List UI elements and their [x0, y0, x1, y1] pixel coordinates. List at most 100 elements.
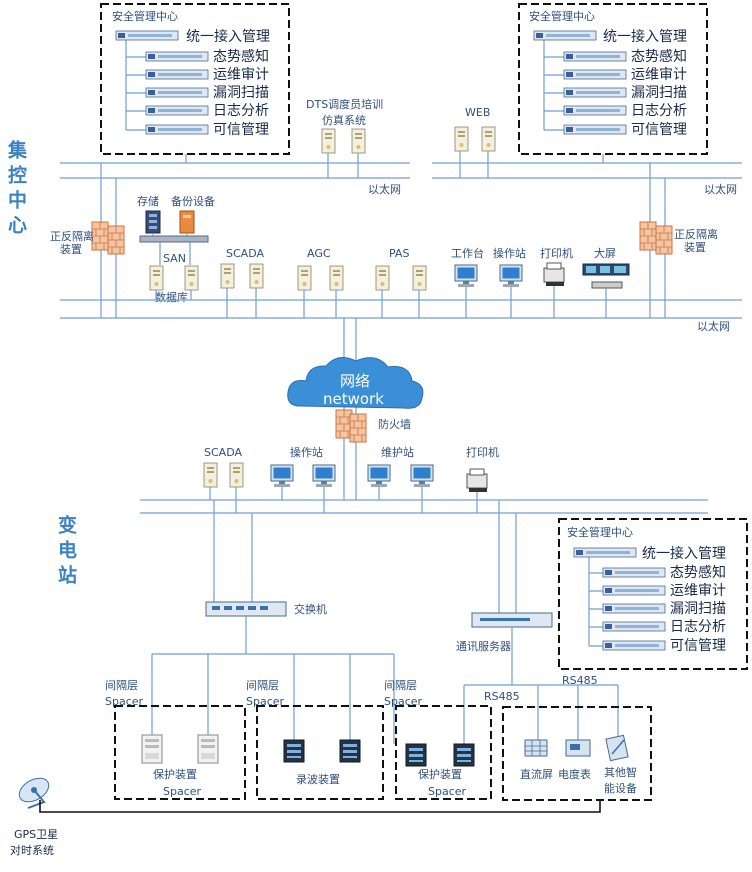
recorder-device-icon [339, 739, 361, 763]
dc-screen-label: 直流屏 [520, 767, 553, 781]
computer-icon [454, 264, 478, 288]
rack-icon [602, 640, 666, 651]
protection-group-2 [395, 705, 492, 800]
isolation-device-icon [91, 221, 109, 251]
security-center-substation: 安全管理中心 统一接入管理 态势感知 运维审计 漏洞扫描 日志分析 可信管理 [558, 518, 748, 670]
bay-layer-label: 间隔层 [246, 679, 279, 692]
network-cloud [287, 356, 424, 409]
isolation-label: 装置 [684, 241, 706, 254]
rack-icon [115, 30, 179, 41]
server-icon [351, 128, 366, 154]
isolation-label: 装置 [60, 243, 82, 256]
spacer-label: Spacer [163, 785, 202, 798]
server-icon [454, 126, 469, 152]
security-item: 可信管理 [213, 122, 269, 138]
rack-icon [145, 87, 209, 98]
server-icon [184, 265, 199, 291]
server-icon [329, 265, 344, 291]
storage-label: 存储 [137, 194, 159, 208]
isolation-device-icon [655, 225, 673, 255]
server-icon [149, 265, 164, 291]
storage-icon [145, 210, 161, 234]
security-item: 态势感知 [631, 48, 687, 65]
smart-device-icon [605, 734, 629, 762]
rack-icon [563, 69, 627, 80]
protection-device-icon [197, 734, 219, 764]
maintenance-station-label: 维护站 [381, 445, 414, 459]
recorder-label: 录波装置 [296, 773, 340, 786]
spacer-label: Spacer [105, 695, 144, 708]
security-item: 漏洞扫描 [213, 85, 269, 101]
region-label-substation: 变电站 [55, 514, 77, 590]
ethernet-bus [60, 299, 742, 319]
ethernet-label: 以太网 [368, 183, 401, 196]
printer-icon [466, 468, 488, 492]
rack-icon [563, 87, 627, 98]
security-item: 统一接入管理 [642, 545, 726, 562]
rack-icon [602, 567, 666, 578]
ethernet-label: 以太网 [704, 183, 737, 196]
firewall-label: 防火墙 [378, 417, 411, 431]
server-icon [412, 265, 427, 291]
security-center-top-left: 安全管理中心 统一接入管理 态势感知 运维审计 漏洞扫描 日志分析 可信管理 [100, 3, 290, 155]
protection-device-icon [141, 734, 163, 764]
scada-label: SCADA [204, 446, 242, 459]
operator-station-label: 操作站 [290, 445, 323, 459]
workstation-label: 工作台 [451, 246, 484, 260]
printer-label: 打印机 [466, 445, 499, 459]
security-item: 漏洞扫描 [670, 601, 726, 617]
backup-label: 备份设备 [171, 194, 215, 208]
network-cloud-label: network [323, 390, 384, 408]
pas-label: PAS [389, 247, 409, 260]
bay-layer-label: 间隔层 [105, 679, 138, 692]
gps-label: GPS卫星 [14, 828, 58, 841]
spacer-label: Spacer [246, 695, 285, 708]
computer-icon [367, 464, 391, 488]
isolation-device-icon [639, 221, 657, 251]
comm-server-icon [471, 612, 553, 628]
san-label: SAN [163, 252, 186, 265]
isolation-device-icon [107, 225, 125, 255]
server-icon [249, 263, 264, 289]
security-item: 统一接入管理 [186, 28, 270, 45]
rack-icon [573, 547, 637, 558]
computer-icon [410, 464, 434, 488]
security-item: 运维审计 [670, 583, 726, 599]
security-item: 统一接入管理 [603, 28, 687, 45]
security-item: 漏洞扫描 [631, 85, 687, 101]
ethernet-label: 以太网 [697, 320, 730, 333]
server-icon [229, 462, 244, 488]
protection-device-icon [453, 743, 475, 767]
security-item: 运维审计 [631, 67, 687, 83]
san-switch-icon [139, 235, 209, 243]
isolation-label: 正反隔离 [50, 229, 94, 243]
security-center-top-right: 安全管理中心 统一接入管理 态势感知 运维审计 漏洞扫描 日志分析 可信管理 [518, 3, 708, 155]
server-icon [220, 263, 235, 289]
gps-timing-line [39, 800, 601, 813]
rack-icon [533, 30, 597, 41]
comm-server-label: 通讯服务器 [456, 640, 511, 653]
scada-label: SCADA [226, 247, 264, 260]
server-icon [297, 265, 312, 291]
computer-icon [270, 464, 294, 488]
recorder-group [256, 705, 384, 800]
other-device-label: 其他智 [604, 765, 637, 779]
rack-icon [563, 124, 627, 135]
computer-icon [312, 464, 336, 488]
region-label-control-center: 集控中心 [5, 139, 28, 240]
web-label: WEB [465, 106, 490, 119]
rack-icon [563, 105, 627, 116]
meter-icon [565, 739, 591, 757]
computer-icon [499, 264, 523, 288]
ethernet-bus [140, 499, 708, 514]
security-item: 可信管理 [670, 638, 726, 654]
smart-devices-group [502, 706, 652, 801]
recorder-device-icon [283, 739, 305, 763]
protection-group-1 [114, 705, 246, 800]
ethernet-bus [60, 162, 742, 179]
dts-label: 仿真系统 [322, 113, 366, 127]
operator-station-label: 操作站 [493, 246, 526, 260]
rack-icon [602, 603, 666, 614]
gps-label: 对时系统 [10, 843, 54, 857]
